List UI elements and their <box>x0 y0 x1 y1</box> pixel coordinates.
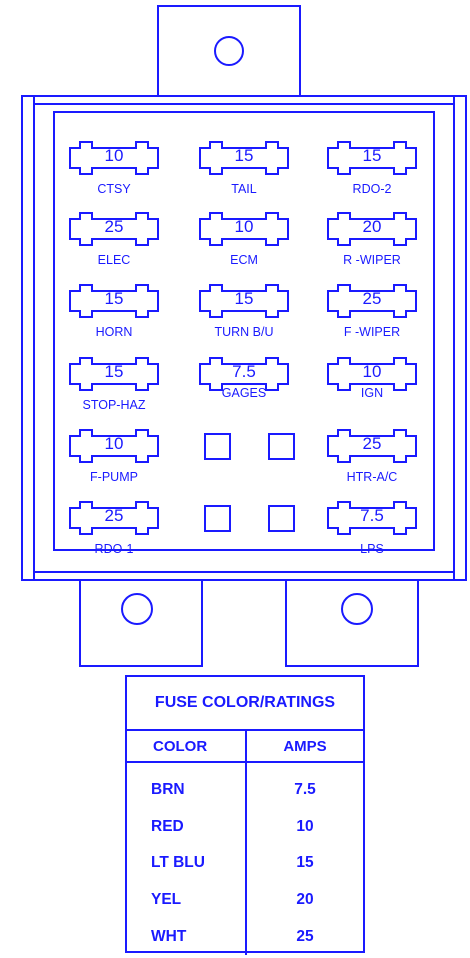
fuse-label: R -WIPER <box>343 253 401 267</box>
fuse-label: RDO-1 <box>95 542 134 556</box>
fuse-body <box>327 429 417 463</box>
legend-amps-cell: 20 <box>296 891 314 909</box>
legend-row: WHT 25 <box>127 918 363 955</box>
empty-cavity <box>268 433 295 460</box>
fuse-rating: 25 <box>363 434 382 453</box>
fuse-f-pump: 10F-PUMP <box>69 429 159 484</box>
legend-color-cell: YEL <box>151 891 182 909</box>
fuse-body <box>69 284 159 318</box>
fuse-rating: 7.5 <box>360 506 384 525</box>
empty-cavity <box>268 505 295 532</box>
legend-row: YEL 20 <box>127 882 363 919</box>
fuse-body <box>69 357 159 391</box>
fuse-label: IGN <box>361 386 383 400</box>
legend-header-amps: AMPS <box>283 737 327 755</box>
fuse-label: F -WIPER <box>344 325 400 339</box>
fuse-label: HORN <box>96 325 133 339</box>
fuse-body <box>199 357 289 391</box>
fuse-body <box>69 501 159 535</box>
fuse-label: F-PUMP <box>90 470 138 484</box>
fuse-label: TAIL <box>231 182 257 196</box>
legend-color-cell: WHT <box>151 927 187 945</box>
fuse-body <box>69 429 159 463</box>
legend-row: BRN 7.5 <box>127 772 363 809</box>
fuse-rating: 10 <box>105 434 124 453</box>
legend-title: FUSE COLOR/RATINGS <box>127 677 363 731</box>
legend-color-cell: RED <box>151 817 184 835</box>
top-mount-hole <box>214 36 244 66</box>
legend-amps-cell: 7.5 <box>294 781 316 799</box>
fuse-body <box>327 501 417 535</box>
fuse-label: STOP-HAZ <box>83 398 146 412</box>
legend-amps-cell: 15 <box>296 854 314 872</box>
legend-amps-cell: 10 <box>296 817 314 835</box>
fuse-label: ELEC <box>98 253 131 267</box>
fuse-body <box>327 212 417 246</box>
fuse-body <box>69 141 159 175</box>
fuse-rating: 25 <box>105 217 124 236</box>
fuse-r-wiper: 20 R -WIPER <box>327 212 417 267</box>
inner-panel <box>53 111 435 551</box>
fuse-label: LPS <box>360 542 384 556</box>
legend-color-cell: BRN <box>151 781 185 799</box>
legend-header-row: COLOR AMPS <box>127 731 363 763</box>
fuse-rating: 15 <box>105 362 124 381</box>
bottom-left-mount-hole <box>121 593 153 625</box>
fuse-body <box>327 357 417 391</box>
top-mount-tab <box>157 5 301 96</box>
fuse-body <box>69 212 159 246</box>
fuse-rating: 20 <box>363 217 382 236</box>
empty-cavity <box>204 505 231 532</box>
fuse-rating: 10 <box>235 217 254 236</box>
fuse-label: ECM <box>230 253 258 267</box>
fuse-label: GAGES <box>222 386 266 400</box>
fuse-rating: 10 <box>105 146 124 165</box>
fuse-rating: 15 <box>235 289 254 308</box>
outer-housing <box>21 95 467 581</box>
fuse-rating: 10 <box>363 362 382 381</box>
legend-amps-cell: 25 <box>296 927 314 945</box>
legend-row: LT BLU 15 <box>127 845 363 882</box>
fuse-rating: 25 <box>363 289 382 308</box>
fuse-rating: 25 <box>105 506 124 525</box>
legend-color-cell: LT BLU <box>151 854 205 872</box>
fuse-body <box>199 141 289 175</box>
fuse-f-wiper: 25 F -WIPER <box>327 284 417 339</box>
bottom-right-mount-hole <box>341 593 373 625</box>
fuse-rating: 7.5 <box>232 362 256 381</box>
fuse-body <box>199 284 289 318</box>
fuse-rating-legend: FUSE COLOR/RATINGS COLOR AMPS BRN 7.5 RE… <box>125 675 365 955</box>
fuse-body <box>327 141 417 175</box>
fuse-rating: 15 <box>105 289 124 308</box>
fuse-rating: 15 <box>363 146 382 165</box>
legend-body: BRN 7.5 RED 10 LT BLU 15 YEL 20 WHT 25 <box>127 763 363 955</box>
empty-cavity <box>204 433 231 460</box>
fuse-body <box>199 212 289 246</box>
legend-row: RED 10 <box>127 809 363 846</box>
fuse-label: RDO-2 <box>353 182 392 196</box>
fuse-label: TURN B/U <box>214 325 273 339</box>
fuse-body <box>327 284 417 318</box>
fuse-label: HTR-A/C <box>347 470 398 484</box>
fuse-rating: 15 <box>235 146 254 165</box>
fuse-label: CTSY <box>97 182 131 196</box>
legend-header-color: COLOR <box>127 731 247 761</box>
